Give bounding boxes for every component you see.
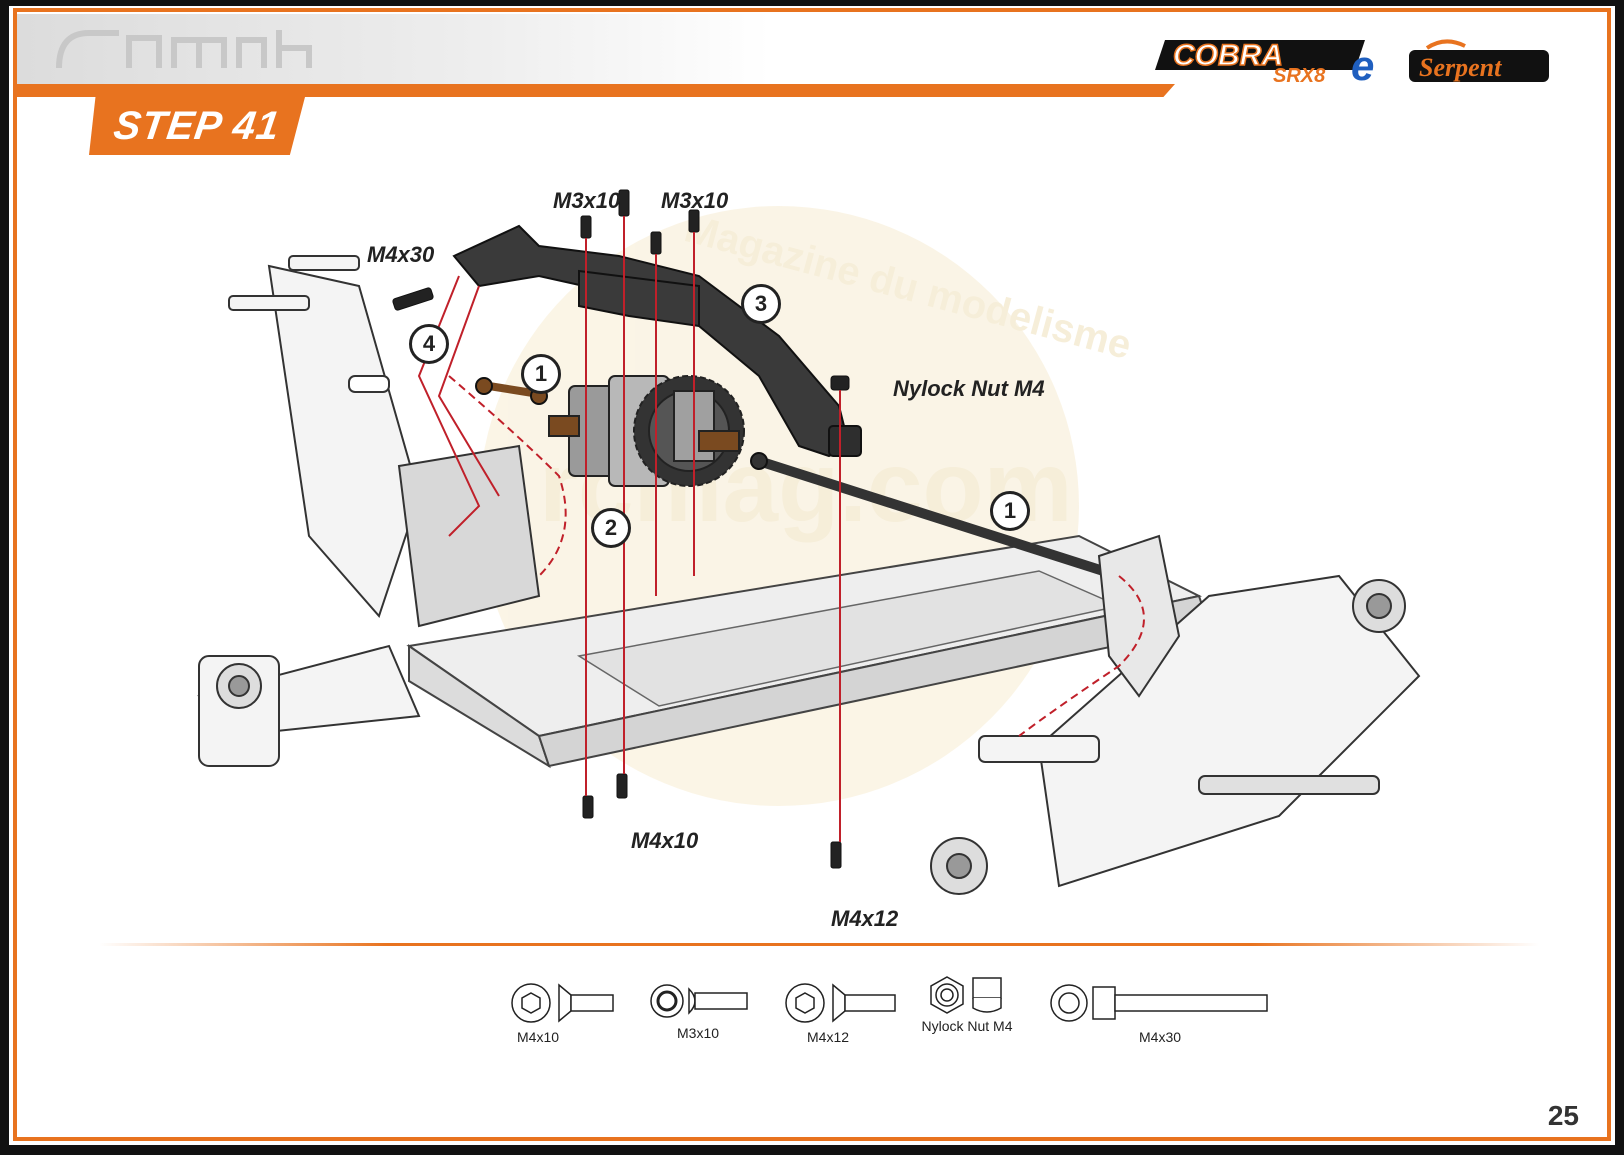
svg-text:Serpent: Serpent	[1419, 53, 1502, 82]
header-band	[17, 14, 1177, 84]
step-number-1-front: 1	[990, 491, 1030, 531]
step-number-1-rear: 1	[521, 354, 561, 394]
callout-m4x10: M4x10	[631, 828, 699, 853]
socket-head-screw-icon	[1050, 984, 1268, 1022]
screws-bottom	[582, 773, 842, 869]
callout-m3x10-left: M3x10	[553, 188, 621, 213]
part-m3x10: M3x10	[649, 981, 753, 1041]
flat-head-screw-icon	[785, 983, 896, 1023]
screws-top	[392, 189, 850, 391]
cobra-srx8e-logo: COBRA SRX8 e	[1155, 38, 1374, 86]
part-m4x30: M4x30	[1049, 981, 1273, 1045]
flat-head-screw-icon	[511, 983, 614, 1023]
page-frame	[13, 8, 1611, 1141]
callout-m4x30: M4x30	[367, 242, 435, 267]
callout-nylock-nut: Nylock Nut M4	[893, 376, 1045, 401]
part-nylock-nut-m4: Nylock Nut M4	[921, 974, 1013, 1034]
rear-suspension	[197, 255, 541, 767]
callout-m4x12: M4x12	[831, 906, 899, 931]
serpent-logo: Serpent	[1409, 39, 1549, 82]
front-suspension	[930, 534, 1421, 895]
assembly-diagram: Magazine du modelisme rcmag.com	[197, 189, 1421, 895]
section-divider	[99, 943, 1539, 946]
page-number: 25	[1547, 1100, 1579, 1131]
step-banner: STEP 41	[89, 97, 305, 155]
step-title: STEP 41	[111, 103, 283, 148]
part-m4x12: M4x12	[783, 981, 901, 1045]
center-driveshaft-rear	[475, 377, 548, 405]
center-top-brace	[452, 224, 862, 458]
callout-m3x10-right: M3x10	[661, 188, 729, 213]
center-diff	[548, 375, 745, 487]
svg-text:e: e	[1351, 42, 1374, 86]
svg-text:SRX8: SRX8	[1273, 65, 1326, 86]
assembly-lines	[417, 216, 1145, 842]
button-head-screw-icon	[650, 984, 748, 1018]
svg-text:COBRA: COBRA	[1173, 39, 1283, 72]
step-number-4: 4	[409, 324, 449, 364]
header-rule	[17, 84, 1175, 97]
faded-brand-logo	[56, 30, 312, 69]
step-number-3: 3	[741, 284, 781, 324]
step-number-2: 2	[591, 508, 631, 548]
part-m4x10: M4x10	[509, 981, 619, 1045]
nylock-nut-icon	[930, 976, 1002, 1014]
